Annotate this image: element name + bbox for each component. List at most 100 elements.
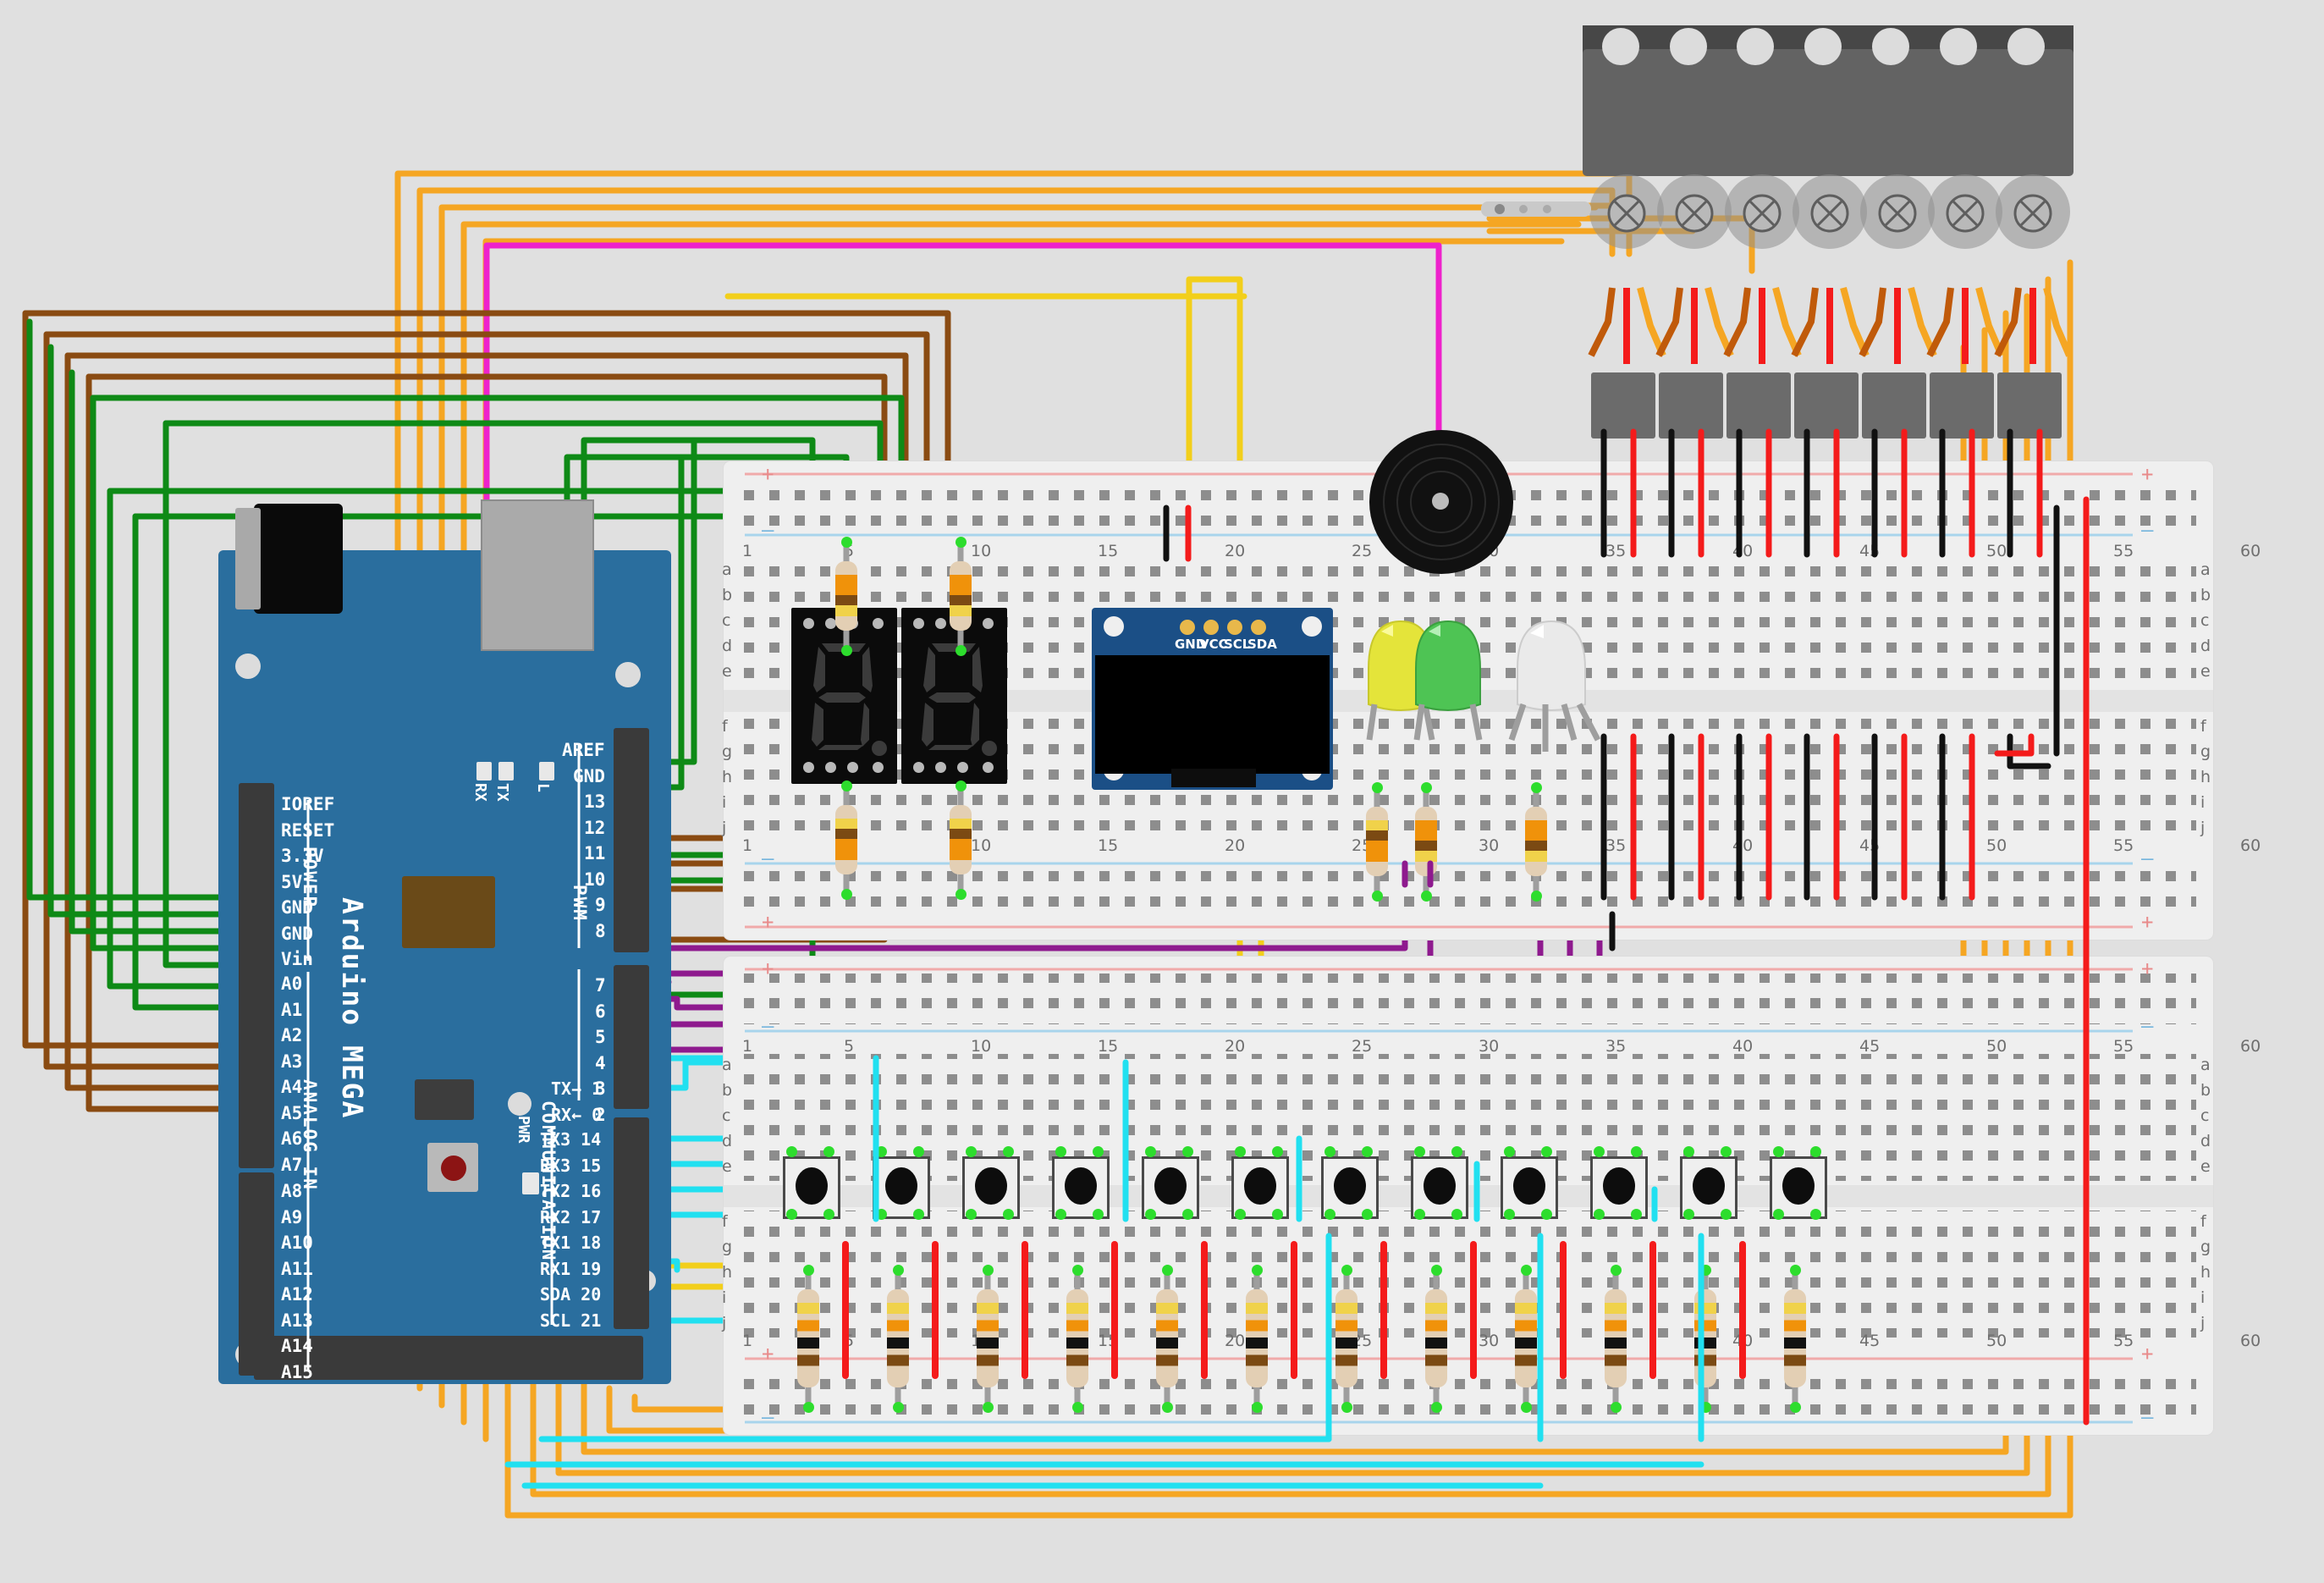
push-button-cap[interactable]: [1513, 1167, 1545, 1205]
push-button-cap[interactable]: [1244, 1167, 1276, 1205]
breadboard-row-letter: g: [722, 742, 733, 761]
analog-group-label: ANALOG IN: [300, 1079, 320, 1191]
wire-terminal-dot: [1790, 1265, 1801, 1276]
oled-screen: [1095, 655, 1330, 774]
oled-pad-gnd: [1180, 620, 1195, 635]
breadboard-column-number: 45: [1859, 1037, 1881, 1056]
pin-label-vin: Vin: [281, 949, 313, 969]
breadboard-row-letter: g: [722, 1238, 733, 1256]
wire-terminal-dot: [1721, 1146, 1732, 1157]
push-button-cap[interactable]: [1693, 1167, 1725, 1205]
pin-label-a15: A15: [281, 1361, 313, 1382]
pin-label-5v: 5V: [281, 871, 303, 892]
reset-button-cap[interactable]: [441, 1156, 466, 1181]
push-button-cap[interactable]: [1424, 1167, 1456, 1205]
push-button-cap[interactable]: [1065, 1167, 1097, 1205]
rail-plus-mark: +: [762, 957, 774, 980]
header-digital-7-0[interactable]: [614, 965, 649, 1109]
rail-plus-mark: +: [2141, 462, 2154, 486]
wire-terminal-dot: [786, 1209, 797, 1220]
pin-label-3: 3: [595, 1078, 606, 1099]
wire-terminal-dot: [1341, 1265, 1352, 1276]
arduino-brand-label: Arduino MEGA: [336, 897, 369, 1120]
wire-terminal-dot: [955, 645, 966, 656]
pin-label-gnd: GND: [281, 923, 313, 944]
header-digital-aref-8[interactable]: [614, 728, 649, 952]
pin-label-tx2-16: TX2 16: [540, 1181, 602, 1201]
wire-terminal-dot: [876, 1209, 887, 1220]
wire-terminal-dot: [1162, 1402, 1173, 1413]
wire-terminal-dot: [893, 1265, 904, 1276]
push-button[interactable]: [1590, 1156, 1648, 1219]
breadboard-column-number: 15: [1098, 1332, 1119, 1350]
breadboard-row-letter: a: [2200, 560, 2211, 579]
breadboard-column-number: 40: [1732, 1332, 1754, 1350]
wire-terminal-dot: [1700, 1265, 1711, 1276]
breadboard-column-number: 35: [1605, 542, 1627, 560]
push-button-cap[interactable]: [1782, 1167, 1815, 1205]
push-button-cap[interactable]: [975, 1167, 1007, 1205]
push-button-cap[interactable]: [1334, 1167, 1366, 1205]
breadboard-row-letter: b: [2200, 1081, 2211, 1100]
wire-terminal-dot: [1810, 1146, 1821, 1157]
breadboard-column-number: 10: [971, 836, 992, 855]
wire-terminal-dot: [1611, 1265, 1622, 1276]
push-button[interactable]: [1411, 1156, 1468, 1219]
breadboard-column-number: 30: [1479, 836, 1500, 855]
breadboard-row-letter: i: [722, 793, 727, 812]
breadboard-row-letter: g: [2200, 742, 2211, 761]
wire-terminal-dot: [1362, 1146, 1373, 1157]
breadboard-row-letter: a: [722, 560, 732, 579]
wire-terminal-dot: [1093, 1146, 1104, 1157]
wire-terminal-dot: [1093, 1209, 1104, 1220]
pin-label-a14: A14: [281, 1336, 313, 1356]
pin-label-a7: A7: [281, 1154, 303, 1175]
header-comm-14-21[interactable]: [614, 1117, 649, 1329]
breadboard-column-number: 60: [2240, 1037, 2261, 1056]
breadboard-row-letter: d: [722, 1132, 733, 1150]
board-mount-hole: [615, 662, 641, 687]
wire-terminal-dot: [1631, 1146, 1642, 1157]
oled-pad-sda: [1251, 620, 1266, 635]
push-button-cap[interactable]: [1603, 1167, 1635, 1205]
led-rx-label: RX: [471, 783, 489, 802]
rail-minus-mark: –: [762, 847, 774, 870]
led-l-indicator: [539, 762, 554, 780]
push-button-cap[interactable]: [885, 1167, 917, 1205]
breadboard-column-number: 15: [1098, 836, 1119, 855]
breadboard-row-letter: e: [722, 662, 732, 681]
wire-terminal-dot: [823, 1146, 834, 1157]
header-power[interactable]: [239, 783, 274, 986]
led-pwr-indicator: [522, 1172, 539, 1194]
breadboard-column-number: 5: [844, 1332, 855, 1350]
breadboard-column-number: 50: [1986, 1037, 2007, 1056]
breadboard-column-number: 10: [971, 542, 992, 560]
breadboard-row-letter: h: [722, 1263, 733, 1282]
breadboard-row-letter: j: [722, 1314, 727, 1332]
wire-terminal-dot: [983, 1402, 994, 1413]
push-button-cap[interactable]: [796, 1167, 828, 1205]
header-bottom-double[interactable]: [254, 1336, 643, 1380]
breadboard-column-number: 1: [742, 1332, 753, 1350]
header-analog-a0-a7[interactable]: [239, 965, 274, 1168]
servo-connector: [1862, 372, 1926, 438]
breadboard-column-number: 20: [1225, 836, 1246, 855]
board-mount-hole: [508, 1092, 531, 1116]
wire-terminal-dot: [1541, 1209, 1552, 1220]
wire-terminal-dot: [955, 537, 966, 548]
push-button-cap[interactable]: [1154, 1167, 1187, 1205]
power-group-label: POWER: [300, 847, 320, 909]
resistor: [796, 1270, 821, 1407]
wire-terminal-dot: [1055, 1209, 1066, 1220]
servo-connector: [1591, 372, 1655, 438]
led-tx-indicator: [498, 762, 514, 780]
icsp-header: [415, 1079, 474, 1120]
breadboard-row-letter: d: [2200, 1132, 2211, 1150]
pin-label-5: 5: [595, 1027, 606, 1047]
wire-terminal-dot: [1072, 1402, 1083, 1413]
power-jack-shim: [235, 508, 261, 609]
pin-label-3-3v: 3.3V: [281, 846, 324, 866]
breadboard-column-number: 15: [1098, 542, 1119, 560]
breadboard-column-number: 50: [1986, 1332, 2007, 1350]
wire-terminal-dot: [1594, 1209, 1605, 1220]
